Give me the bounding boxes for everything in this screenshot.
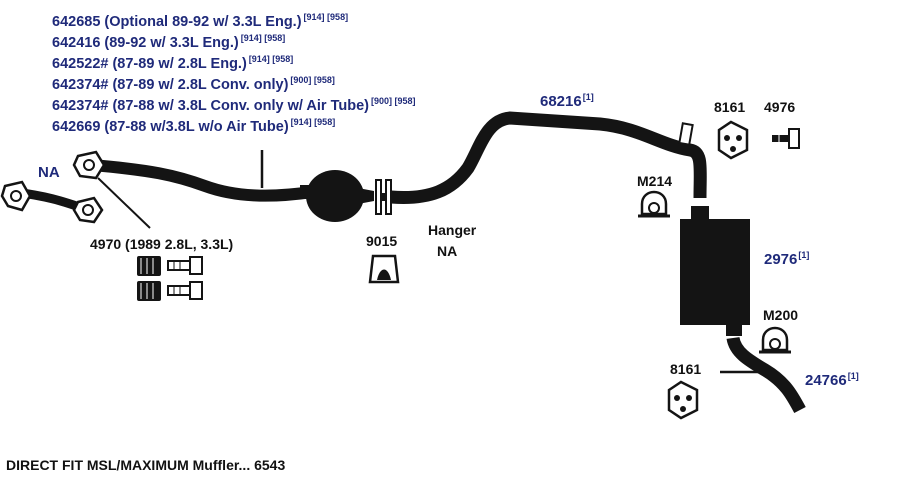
bolt-4976 <box>772 128 800 149</box>
leader-4970 <box>97 177 151 229</box>
front-pipe <box>91 159 313 202</box>
gasket-9015-b <box>385 179 392 215</box>
catalytic-converter <box>300 170 392 222</box>
label-m200: M200 <box>763 307 798 323</box>
label-hanger: Hanger <box>428 222 477 238</box>
front-pipe-flange <box>72 150 106 180</box>
footer-caption: DIRECT FIT MSL/MAXIMUM Muffler... 6543 <box>6 457 285 473</box>
label-2976: 2976[1] <box>764 250 809 268</box>
pipe-hanger-bracket <box>678 122 694 146</box>
label-4976: 4976 <box>764 99 795 115</box>
label-m214: M214 <box>637 173 672 189</box>
part-line-2: 642416 (89-92 w/ 3.3L Eng.)[914] [958] <box>52 33 285 51</box>
hanger-bracket-9015 <box>368 254 400 284</box>
label-na-left: NA <box>38 164 60 181</box>
hardware-4970 <box>137 256 203 301</box>
bolt-1 <box>167 256 203 275</box>
label-68216: 68216[1] <box>540 92 594 110</box>
left-pipe-assembly <box>0 150 313 229</box>
tailpipe-24766 <box>726 336 806 414</box>
label-8161-top: 8161 <box>714 99 745 115</box>
part-line-4: 642374# (87-89 w/ 2.8L Conv. only)[900] … <box>52 75 335 93</box>
label-24766: 24766[1] <box>805 371 859 389</box>
intermediate-pipe-68216 <box>390 111 707 205</box>
isolator-8161-bottom <box>667 380 699 420</box>
bolt-2 <box>167 281 203 300</box>
label-9015: 9015 <box>366 233 397 249</box>
label-8161-bottom: 8161 <box>670 361 701 377</box>
label-hanger-na: NA <box>437 243 457 259</box>
part-line-5: 642374# (87-88 w/ 3.8L Conv. only w/ Air… <box>52 96 416 114</box>
label-4970: 4970 (1989 2.8L, 3.3L) <box>90 236 233 252</box>
part-line-3: 642522# (87-89 w/ 2.8L Eng.)[914] [958] <box>52 54 293 72</box>
left-flange-inner <box>72 196 104 224</box>
left-flange-outer <box>0 180 32 212</box>
isolator-8161-top <box>717 120 749 160</box>
gasket-9015-a <box>375 179 382 215</box>
muffler-2976 <box>680 206 750 336</box>
part-line-6: 642669 (87-88 w/3.8L w/o Air Tube)[914] … <box>52 117 335 135</box>
clamp-m214 <box>638 190 670 218</box>
spring-nut-2 <box>137 281 161 301</box>
clamp-m200 <box>759 326 791 354</box>
part-list: 642685 (Optional 89-92 w/ 3.3L Eng.)[914… <box>52 12 416 135</box>
spring-nut-1 <box>137 256 161 276</box>
part-line-1: 642685 (Optional 89-92 w/ 3.3L Eng.)[914… <box>52 12 348 30</box>
